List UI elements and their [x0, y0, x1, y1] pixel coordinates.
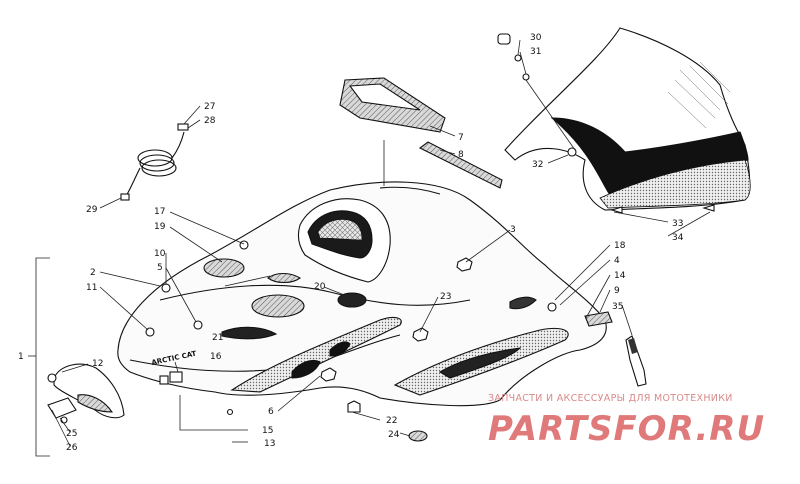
callout-25: 25 [66, 429, 77, 439]
side-decals: ARCTIC CAT [151, 296, 569, 396]
callout-1: 1 [18, 352, 24, 362]
callout-33: 33 [672, 219, 683, 229]
callout-32: 32 [532, 160, 543, 170]
callout-22: 22 [386, 416, 397, 426]
callout-14: 14 [614, 271, 626, 281]
grommets [145, 240, 557, 385]
callout-13: 13 [264, 439, 275, 449]
callout-35: 35 [612, 302, 623, 312]
callout-8: 8 [458, 150, 464, 160]
windshield-trim [418, 141, 503, 189]
callout-4: 4 [614, 256, 620, 266]
callout-23: 23 [440, 292, 451, 302]
callout-15: 15 [262, 426, 273, 436]
center-vent [297, 198, 391, 283]
headlight-assembly [47, 363, 125, 424]
callout-34: 34 [672, 233, 684, 243]
callout-17: 17 [154, 207, 165, 217]
callout-2: 2 [90, 268, 96, 278]
screw [226, 408, 234, 416]
side-trim-parts [584, 311, 647, 387]
tether-cord [120, 123, 189, 201]
left-vents [203, 258, 367, 340]
callout-5: 5 [157, 263, 163, 273]
callout-11: 11 [86, 283, 97, 293]
callout-28: 28 [204, 116, 216, 126]
callout-20: 20 [314, 282, 326, 292]
windshield [504, 27, 751, 214]
watermark-tagline: ЗАПЧАСТИ И АКСЕССУАРЫ ДЛЯ МОТОТЕХНИКИ [488, 393, 733, 404]
leader-lines [28, 39, 711, 457]
hood-pad [339, 77, 446, 133]
callout-30: 30 [530, 33, 542, 43]
callout-9: 9 [614, 286, 620, 296]
latch [347, 400, 428, 442]
callout-29: 29 [86, 205, 98, 215]
callout-19: 19 [154, 222, 166, 232]
callout-3: 3 [510, 225, 516, 235]
callout-24: 24 [388, 430, 400, 440]
callout-labels: 1 2 3 4 5 6 7 8 9 10 11 12 13 14 15 16 1… [18, 33, 684, 453]
callout-7: 7 [458, 133, 464, 143]
watermark-site: PARTSFOR.RU [488, 409, 765, 449]
callout-27: 27 [204, 102, 215, 112]
callout-12: 12 [92, 359, 103, 369]
callout-16: 16 [210, 352, 222, 362]
callout-6: 6 [268, 407, 274, 417]
callout-10: 10 [154, 249, 166, 259]
callout-18: 18 [614, 241, 626, 251]
callout-21: 21 [212, 333, 223, 343]
windshield-hardware [497, 33, 530, 81]
callout-26: 26 [66, 443, 78, 453]
callout-31: 31 [530, 47, 541, 57]
